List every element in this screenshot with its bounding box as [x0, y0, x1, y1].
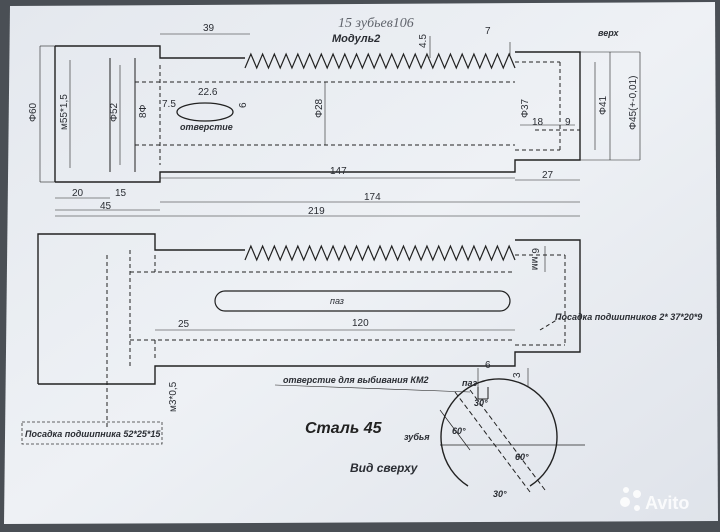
gear-teeth-bottom: [244, 244, 516, 262]
watermark-text: Avito: [645, 493, 689, 513]
watermark: Avito: [620, 487, 689, 513]
dim-phi37: Φ37: [520, 98, 531, 118]
dim-phi45: Φ45(+-0,01): [628, 76, 639, 130]
dim-7-5: 7.5: [162, 99, 176, 110]
dim-4-5: 4.5: [418, 34, 429, 48]
dim-120: 120: [352, 318, 369, 329]
dim-25: 25: [178, 319, 190, 330]
section-circle: [440, 378, 558, 487]
dim-7: 7: [485, 26, 491, 37]
dim-15: 15: [115, 188, 127, 199]
gear-teeth-top: [244, 52, 516, 70]
dim-6mm: 6 мм: [529, 248, 540, 270]
material-label: Сталь 45: [305, 420, 383, 437]
bearing-left-label: Посадка подшипника 52*25*15: [25, 429, 161, 439]
angle-30-top: 30°: [474, 398, 488, 408]
angle-30-bottom: 30°: [493, 489, 507, 499]
dim-39: 39: [203, 23, 215, 34]
section-slot-label: паз: [462, 378, 478, 388]
hole-label: отверстие: [180, 122, 233, 132]
dim-m3: м3*0,5: [168, 381, 179, 412]
dim-m55: м55*1,5: [59, 94, 70, 130]
paper-sheet: [4, 2, 718, 524]
slot-label: паз: [330, 296, 344, 306]
dim-sec-3: 3: [512, 372, 523, 378]
dim-174: 174: [364, 192, 381, 203]
angle-60-right: 60°: [515, 452, 529, 462]
teeth-label: зубья: [404, 432, 430, 442]
dim-phi52: Φ52: [109, 102, 120, 122]
section-view: [274, 368, 585, 493]
corner-label: верх: [598, 28, 619, 38]
dim-9: 9: [565, 117, 571, 128]
dim-18: 18: [532, 117, 544, 128]
bearing-right-label: Посадка подшипников 2* 37*20*9: [555, 312, 702, 322]
slot-rounded: [214, 290, 511, 312]
section-hole-note: отверстие для выбивания КМ2: [283, 375, 428, 385]
top-view: [39, 33, 641, 217]
angle-60-left: 60°: [452, 426, 466, 436]
dim-147: 147: [330, 166, 347, 177]
dim-22-6: 22.6: [198, 87, 218, 98]
hole-oval: [176, 102, 234, 122]
dim-phi60: Φ60: [28, 102, 39, 122]
dim-27: 27: [542, 170, 554, 181]
module-label: Модуль2: [332, 33, 380, 45]
dim-219: 219: [308, 206, 325, 217]
handwritten-note: 15 зубьев106: [338, 16, 414, 31]
dim-20: 20: [72, 188, 84, 199]
bottom-view: [37, 233, 581, 430]
dim-sec-6: 6: [485, 360, 491, 371]
bearing-left-box: [21, 421, 163, 445]
dim-phi41: Φ41: [598, 95, 609, 115]
dim-8phi: 8Φ: [138, 104, 149, 118]
section-title: Вид сверху: [350, 461, 419, 475]
dim-phi28: Φ28: [314, 98, 325, 118]
dim-6: 6: [238, 102, 249, 108]
dim-45: 45: [100, 201, 112, 212]
